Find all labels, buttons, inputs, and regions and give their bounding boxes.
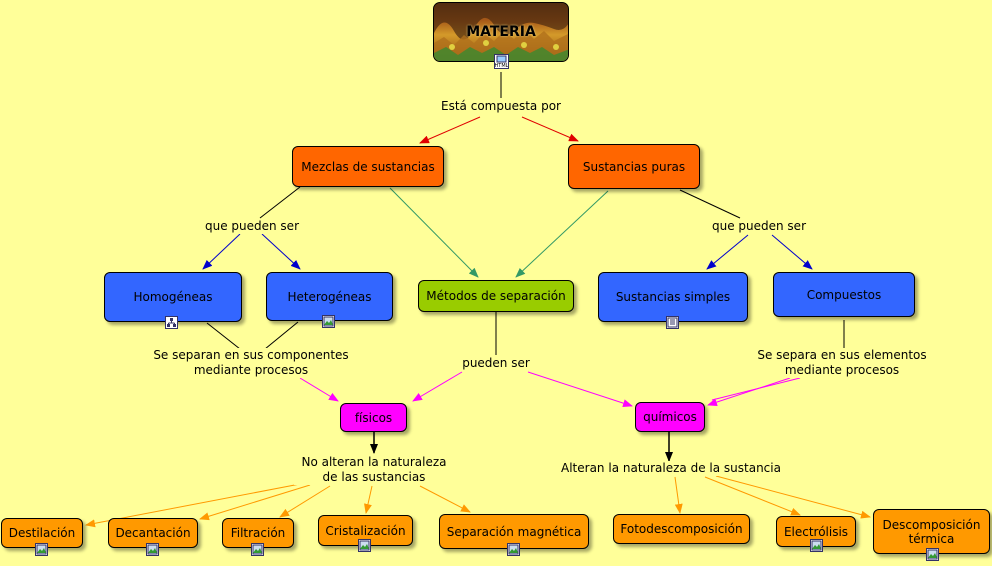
concept-map-icon[interactable] [165, 316, 178, 329]
concept-descomposicion-line2: térmica [908, 531, 955, 546]
image-icon[interactable] [146, 543, 159, 556]
image-icon[interactable] [35, 543, 48, 556]
link-label-separa: Se separa en sus elementos mediante proc… [752, 348, 932, 378]
concept-heterogeneas[interactable]: Heterogéneas [266, 272, 393, 321]
html-doc-icon[interactable]: HTML [494, 54, 509, 69]
link-label-compuesta: Está compuesta por [437, 99, 565, 114]
image-icon[interactable] [507, 543, 520, 556]
concept-homogeneas[interactable]: Homogéneas [104, 272, 242, 322]
concept-fisicos[interactable]: físicos [340, 403, 407, 432]
concept-separacion-magnetica[interactable]: Separación magnética [439, 514, 589, 549]
concept-sustancias-simples[interactable]: Sustancias simples [598, 272, 748, 322]
link-label-pueden-ser-mid: pueden ser [458, 356, 534, 371]
link-label-alteran: Alteran la naturaleza de la sustancia [553, 461, 789, 476]
concept-mezclas[interactable]: Mezclas de sustancias [292, 146, 444, 187]
image-icon[interactable] [358, 539, 371, 552]
link-label-no-alteran: No alteran la naturaleza de las sustanci… [294, 455, 454, 485]
svg-text:HTML: HTML [495, 63, 508, 68]
link-label-no-alteran-line1: No alteran la naturaleza [301, 455, 447, 469]
image-icon[interactable] [322, 315, 335, 328]
image-icon[interactable] [926, 548, 939, 561]
concept-sustancias-puras[interactable]: Sustancias puras [568, 144, 700, 189]
link-label-pueden-ser-right: que pueden ser [708, 219, 810, 234]
title-label: MATERIA [466, 24, 536, 40]
image-icon[interactable] [251, 543, 264, 556]
link-label-pueden-ser-left: que pueden ser [202, 219, 302, 234]
text-doc-icon[interactable] [666, 316, 679, 329]
link-label-separan: Se separan en sus componentes mediante p… [148, 348, 354, 378]
title-node[interactable]: MATERIA [433, 2, 569, 62]
concept-metodos[interactable]: Métodos de separación [418, 280, 574, 312]
concept-decantacion[interactable]: Decantación [108, 518, 198, 548]
link-label-separan-line1: Se separan en sus componentes [153, 348, 349, 362]
link-label-separa-line2: mediante procesos [784, 363, 900, 377]
image-icon[interactable] [810, 539, 823, 552]
concept-compuestos[interactable]: Compuestos [773, 272, 915, 317]
link-label-no-alteran-line2: de las sustancias [322, 470, 426, 484]
concept-quimicos[interactable]: químicos [635, 402, 705, 432]
link-label-separan-line2: mediante procesos [193, 363, 309, 377]
concept-filtracion[interactable]: Filtración [222, 518, 294, 548]
concept-fotodescomposicion[interactable]: Fotodescomposición [613, 514, 750, 544]
link-label-separa-line1: Se separa en sus elementos [757, 348, 927, 362]
concept-descomposicion-line1: Descomposición [882, 517, 981, 532]
